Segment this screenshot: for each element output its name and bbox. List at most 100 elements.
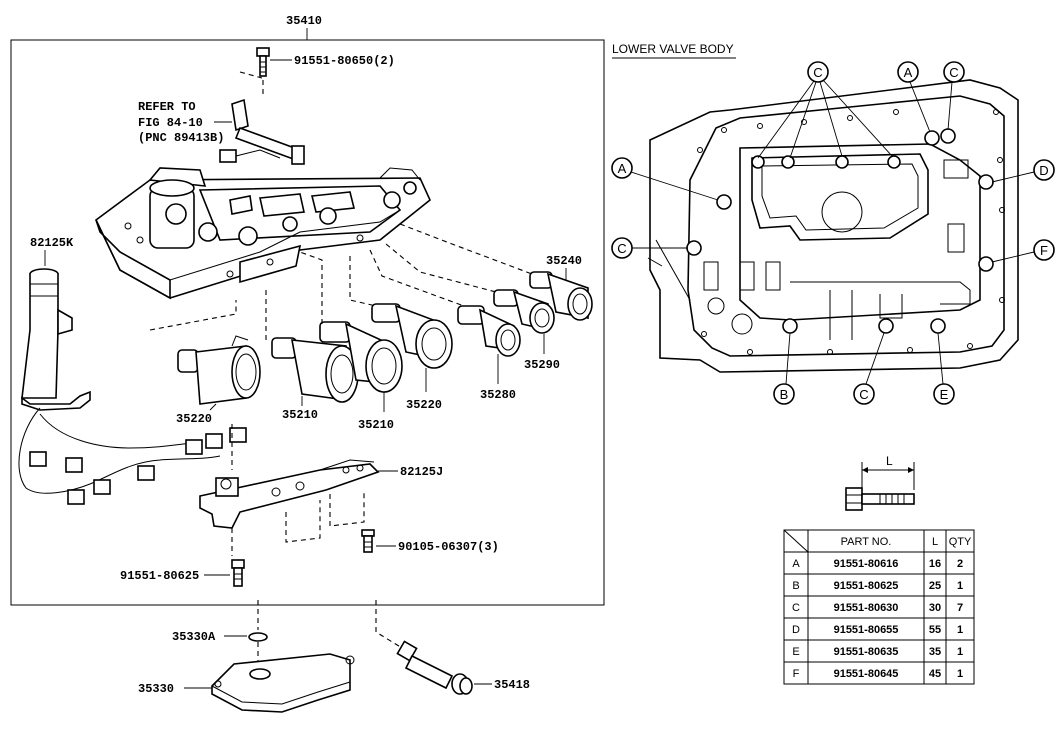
label-90105-06307: 90105-06307(3) [398,540,499,554]
leader-35220-left [209,403,217,411]
callout-C-top-right: C [943,61,965,131]
svg-text:1: 1 [957,668,963,680]
svg-text:1: 1 [957,580,963,592]
table-row: E 91551-80635 35 1 [792,646,963,658]
svg-text:F: F [1040,243,1048,258]
solenoid-35210-right [319,321,403,393]
upper-valve-body [94,167,431,300]
svg-text:F: F [793,668,800,680]
label-91551-80625: 91551-80625 [120,569,199,583]
dash-35280 [369,249,465,307]
refer-note-line-2: FIG 84-10 [138,116,203,130]
dash-35220-left [149,300,237,331]
bolt-91551-80625 [231,528,245,587]
dash-35290 [385,243,497,293]
dash-to-35418 [375,600,403,649]
svg-text:C: C [813,65,822,80]
lower-valve-body-view [647,79,1019,373]
svg-text:2: 2 [957,558,963,570]
solenoid-35220-right [371,303,453,369]
label-35290: 35290 [524,358,560,372]
svg-text:16: 16 [929,558,941,570]
oil-strainer-35330 [211,653,355,713]
svg-text:91551-80635: 91551-80635 [834,646,899,658]
part-35418 [396,640,473,695]
solenoid-35280 [457,305,521,357]
callout-E: E [933,332,955,405]
callout-D: D [991,159,1055,183]
svg-text:25: 25 [929,580,941,592]
svg-text:7: 7 [957,602,963,614]
callout-C-bottom: C [853,332,885,405]
solenoid-35240 [529,271,593,321]
table-row: B 91551-80625 25 1 [792,580,963,592]
svg-text:A: A [904,65,913,80]
o-ring-35330A [248,632,268,642]
table-header-l: L [932,536,938,548]
label-35330: 35330 [138,682,174,696]
svg-text:35: 35 [929,646,941,658]
section-title: LOWER VALVE BODY [612,42,734,56]
table-header-part-no: PART NO. [841,536,892,548]
svg-text:B: B [780,387,789,402]
svg-text:C: C [617,241,626,256]
callout-C-extra: C C [0,0,7,4]
dash-plate-2 [329,490,365,527]
label-91551-80650: 91551-80650(2) [294,54,395,68]
table-row: C 91551-80630 30 7 [792,602,963,614]
svg-text:30: 30 [929,602,941,614]
svg-text:91551-80655: 91551-80655 [834,624,899,636]
callout-C-left: C [611,237,688,259]
dimension-label: L [886,454,893,468]
bolt-table: PART NO. L QTY A 91551-80616 16 2 B 9155… [783,529,975,685]
callout-F: F [991,239,1055,263]
svg-text:1: 1 [957,624,963,636]
svg-text:A: A [792,558,800,570]
dash-35220-right [349,256,377,307]
detent-spring-bracket [219,98,305,165]
callout-A-top: A [897,61,931,133]
wire-harness-82125K [18,268,247,505]
refer-note-line-1: REFER TO [138,100,196,114]
label-35220-left: 35220 [176,412,212,426]
label-35330A: 35330A [172,630,216,644]
svg-text:C: C [949,65,958,80]
assembly-frame [10,39,605,606]
svg-text:45: 45 [929,668,941,680]
label-82125J: 82125J [400,465,443,479]
solenoid-35210-left [271,337,359,403]
bolt-90105-06307 [361,529,375,553]
solenoid-35290 [493,289,555,334]
harness-bracket-82125J [199,459,380,529]
dash-plate-1 [285,500,321,543]
table-row: A 91551-80616 16 2 [792,558,963,570]
svg-text:91551-80630: 91551-80630 [834,602,899,614]
solenoid-35220-left [177,335,261,405]
svg-text:E: E [940,387,949,402]
callout-B: B [773,332,795,405]
bolt-91551-80650 [256,47,270,77]
assembly-number: 35410 [286,14,322,28]
svg-text:C: C [859,387,868,402]
svg-text:D: D [792,624,800,636]
dash-35210-right [299,251,323,324]
dash-top-bolt-2 [239,71,263,79]
table-row: D 91551-80655 55 1 [792,624,963,636]
svg-text:91551-80625: 91551-80625 [834,580,899,592]
callout-A-left: A [611,157,719,201]
svg-text:1: 1 [957,646,963,658]
label-35210-right: 35210 [358,418,394,432]
svg-text:E: E [792,646,799,658]
table-header-qty: QTY [949,536,972,548]
label-82125K: 82125K [30,236,74,250]
svg-text:A: A [618,161,627,176]
svg-text:C: C [792,602,800,614]
table-row: F 91551-80645 45 1 [793,668,963,680]
label-35220-right: 35220 [406,398,442,412]
svg-text:D: D [1039,163,1048,178]
svg-text:91551-80645: 91551-80645 [834,668,899,680]
svg-text:B: B [792,580,799,592]
label-35210-left: 35210 [282,408,318,422]
